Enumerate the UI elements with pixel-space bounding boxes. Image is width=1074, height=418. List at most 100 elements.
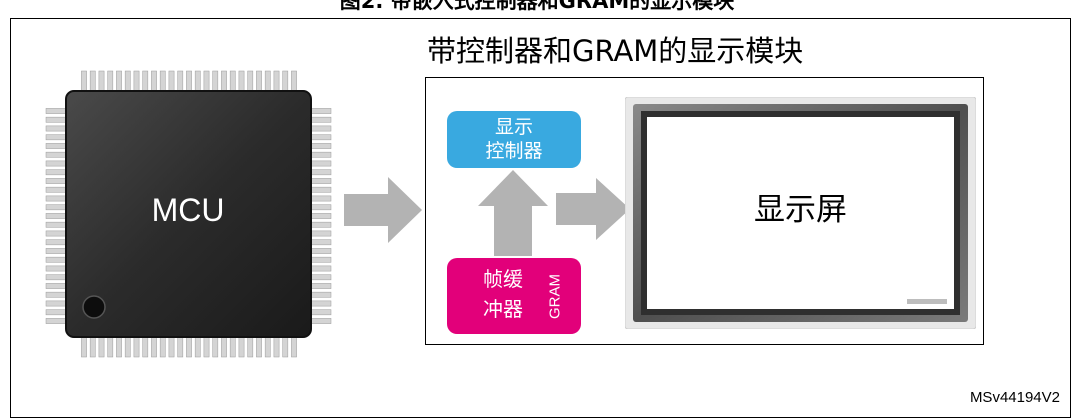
frame-buffer: 帧缓 冲器 GRAM [447,258,581,334]
chip-pin [264,336,271,358]
chip-pin [310,265,332,272]
chip-pin [310,178,332,184]
chip-pin [310,230,332,237]
chip-pin [221,70,227,92]
chip-pin [159,336,166,358]
chip-pin [194,70,201,92]
chip-pin [229,70,236,92]
chip-pin [45,274,67,281]
figure-reference: MSv44194V2 [969,389,1060,406]
chip-pin [310,256,332,263]
display-controller: 显示 控制器 [447,111,581,168]
display-screen: 显示屏 [625,97,976,329]
chip-pin [291,70,297,92]
frame-buffer-label: 帧缓 冲器 [483,267,523,321]
mcu-label: MCU [151,192,225,228]
chip-pin [168,336,175,358]
chip-pin [212,336,219,358]
chip-pin [133,336,140,358]
chip-pin [45,151,67,158]
chip-pin [177,336,184,358]
chip-pin [310,125,332,132]
chip-pin [247,70,254,92]
chip-pin [310,283,332,289]
chip-pin [151,70,157,92]
chip-pin [45,239,67,246]
chip-pin [310,248,332,254]
chip-pin [45,300,67,307]
chip-pin [45,125,67,132]
chip-pin [247,336,254,358]
chip-pin [186,70,192,92]
chip-pin [273,70,280,92]
chip-pin [133,70,140,92]
chip-pin [273,336,280,358]
chip-pin [194,336,201,358]
chip-pin [107,70,114,92]
mcu-chip: MCU [40,67,336,361]
chip-pin [45,143,67,149]
chip-pin [238,336,245,358]
chip-pin [310,169,332,176]
chip-pin [45,230,67,237]
chip-pin [159,70,166,92]
chip-pin [310,300,332,307]
chip-pin [186,336,192,358]
chip-pin [45,248,67,254]
chip-pin [310,160,332,167]
chip-pin [264,70,271,92]
chip-pin [221,336,227,358]
chip-pin [116,70,122,92]
chip-pin [151,336,157,358]
chip-pin [107,336,114,358]
right-arrow-icon [344,177,422,243]
chip-pins-bottom [81,336,297,358]
chip-pin [45,283,67,289]
chip-pin [81,70,87,92]
chip-pin [81,336,87,358]
chip-pin [45,108,67,114]
chip-pin [203,70,210,92]
chip-pin [282,70,289,92]
figure-title: 图2. 带嵌入式控制器和GRAM的显示模块 [339,0,735,13]
chip-pin [45,265,67,272]
chip-pin [45,134,67,141]
display-module-box [425,77,984,345]
chip-pin [310,309,332,316]
chip-pin [212,70,219,92]
chip-pin [310,291,332,298]
chip-pin [116,336,122,358]
chip-pin [45,116,67,123]
chip-pin [177,70,184,92]
module-title: 带控制器和GRAM的显示模块 [427,34,804,68]
chip-pin [310,134,332,141]
chip-pin [282,336,289,358]
display-controller-label: 显示 控制器 [485,116,543,162]
chip-pin [45,291,67,298]
chip-pin [310,274,332,281]
right-arrow-icon [556,178,630,240]
chip-pin [310,151,332,158]
chip-pin [45,309,67,316]
chip-pin [256,336,262,358]
chip-pin [310,239,332,246]
chip-pins-left [45,108,67,324]
chip-pin [45,169,67,176]
chip-pin [256,70,262,92]
chip-pin [203,336,210,358]
chip-pin [45,178,67,184]
chip-pin1-marker [82,295,106,319]
chip-pin [142,70,149,92]
gram-label: GRAM [546,274,564,319]
chip-pin [310,116,332,123]
chip-pin [238,70,245,92]
chip-pin [45,318,67,324]
up-arrow-icon [478,170,548,256]
chip-body [65,90,312,338]
chip-pin [291,336,297,358]
chip-pin [142,336,149,358]
chip-pin [89,336,96,358]
chip-pin [310,318,332,324]
chip-pin [124,336,131,358]
chip-pin [310,108,332,114]
